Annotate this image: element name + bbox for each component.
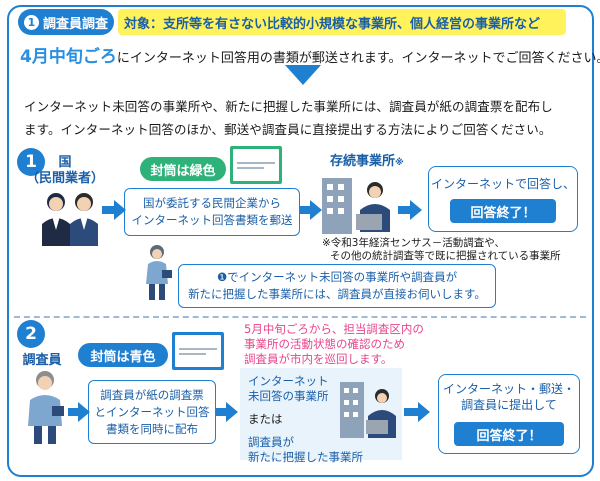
target-line-3: 調査員が [248, 435, 294, 449]
distribute-line-3: 書類を同時に配布 [106, 421, 198, 436]
target-description: 対象：支所等を有さない比較的小規模な事業所、個人経営の事業所など [118, 9, 566, 35]
mail-box-line-2: インターネット回答書類を郵送 [131, 213, 293, 227]
office-worker-icon [340, 382, 396, 438]
survey-type-pill: 1 調査員調査 [18, 9, 114, 35]
right-arrow-icon [410, 200, 422, 220]
existing-business-label: 存続事業所※ [330, 150, 404, 169]
walking-surveyor-icon [146, 245, 172, 300]
step-1-done-badge: 回答終了！ [450, 199, 556, 223]
right-arrow-icon [310, 200, 322, 220]
footnote-line-2: その他の統計調査等で既に把握されている事業所 [330, 250, 561, 262]
footnote-mark: ※ [395, 158, 404, 168]
result-line-1: インターネット・郵送・ [442, 382, 575, 396]
survey-type-label: 調査員調査 [42, 16, 108, 32]
actor-line-2: （民間業者） [25, 171, 104, 186]
blue-envelope-label: 封筒は青色 [78, 343, 168, 367]
mail-box-line-1: 国が委託する民間企業から [143, 196, 281, 210]
surveyor-icon [28, 371, 64, 444]
step-1-mail-box: 国が委託する民間企業から インターネット回答書類を郵送 [124, 188, 300, 236]
right-arrow-icon [226, 402, 238, 422]
step-1-actor: 国 （民間業者） [20, 155, 110, 187]
target-line-4: 新たに把握した事業所 [248, 450, 363, 464]
step-2-actor: 調査員 [22, 353, 62, 368]
arrow-shaft [216, 408, 228, 416]
right-arrow-icon [78, 402, 90, 422]
arrow-shaft [404, 408, 420, 416]
step-2-done-badge: 回答終了！ [454, 422, 564, 446]
paragraph-line-2: ます。インターネット回答のほか、郵送や調査員に直接提出する方法によりご回答くださ… [24, 122, 552, 137]
target-or: または [248, 412, 283, 426]
patrol-notice: 5月中旬ごろから、担当調査区内の 事業所の活動状態の確認のため 調査員が市内を巡… [244, 322, 424, 367]
target-line-2: 未回答の事業所 [248, 389, 329, 403]
step-1-badge: 1 [17, 148, 45, 176]
existing-business-text: 存続事業所 [330, 154, 396, 169]
result-line-2: 調査員に提出して [461, 398, 557, 412]
right-arrow-icon [418, 402, 430, 422]
target-business-list: インターネット 未回答の事業所 または 調査員が 新たに把握した事業所 [248, 374, 363, 465]
announcement-text: にインターネット回答用の書類が郵送されます。インターネットでご回答ください。 [116, 51, 600, 66]
arrow-shaft [102, 206, 116, 214]
arrow-shaft [300, 206, 312, 214]
green-envelope-label: 封筒は緑色 [140, 157, 226, 181]
patrol-line-3: 調査員が市内を巡回します。 [244, 352, 393, 366]
arrow-shaft [68, 408, 80, 416]
step-1-result-text: インターネットで回答し、 [430, 177, 575, 191]
green-envelope-icon [230, 146, 282, 184]
step-2-result-text: インターネット・郵送・ 調査員に提出して [438, 381, 580, 413]
step-2-badge: 2 [17, 320, 45, 348]
announcement: 4月中旬ごろにインターネット回答用の書類が郵送されます。インターネットでご回答く… [20, 42, 600, 67]
visit-notice-box: ❶でインターネット未回答の事業所や調査員が 新たに把握した事業所には、調査員が直… [178, 264, 496, 308]
announcement-date: 4月中旬ごろ [20, 47, 117, 67]
step-number-badge: 1 [23, 14, 39, 30]
footnote-line-1: ※令和3年経済センサス－活動調査や、 [322, 237, 505, 249]
visit-line-1: ❶でインターネット未回答の事業所や調査員が [216, 270, 458, 284]
distribute-line-1: 調査員が紙の調査票 [100, 387, 204, 402]
businesspeople-icon [42, 193, 98, 246]
blue-envelope-icon [172, 332, 224, 370]
patrol-line-1: 5月中旬ごろから、担当調査区内の [244, 322, 424, 336]
visit-line-2: 新たに把握した事業所には、調査員が直接お伺いします。 [188, 287, 486, 301]
distribute-line-2: とインターネット回答 [94, 404, 210, 419]
target-line-1: インターネット [248, 374, 329, 388]
actor-line-1: 国 [58, 155, 72, 170]
right-arrow-icon [114, 200, 126, 220]
step-2-distribute-box: 調査員が紙の調査票 とインターネット回答 書類を同時に配布 [88, 380, 216, 444]
down-arrow-icon [285, 65, 321, 85]
arrow-shaft [398, 206, 412, 214]
patrol-line-2: 事業所の活動状態の確認のため [244, 337, 405, 351]
section-divider [14, 316, 586, 318]
paragraph-line-1: インターネット未回答の事業所や、新たに把握した事業所には、調査員が紙の調査票を配… [24, 99, 553, 114]
office-worker-icon [322, 178, 390, 234]
